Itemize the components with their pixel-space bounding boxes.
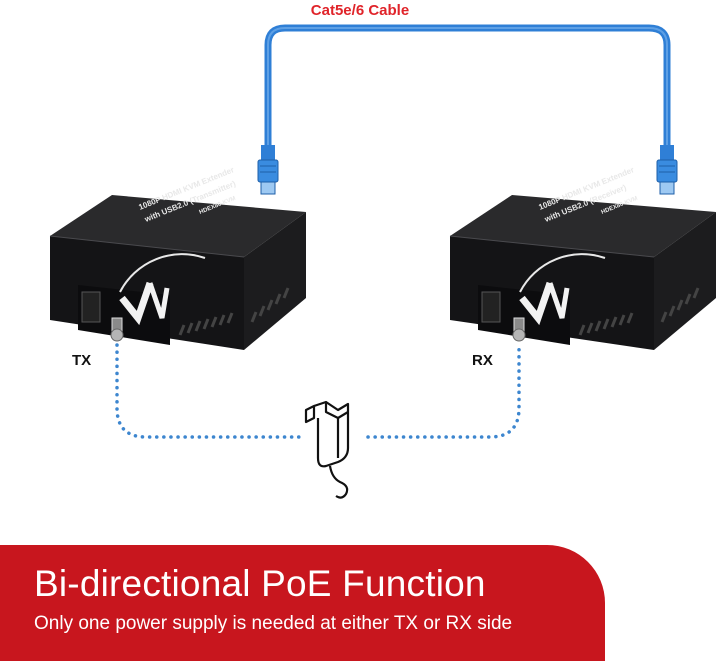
- banner-subtitle: Only one power supply is needed at eithe…: [34, 613, 513, 634]
- cable-label: Cat5e/6 Cable: [310, 2, 410, 19]
- power-adapter-icon: [304, 400, 350, 499]
- rx-label: RX: [472, 352, 493, 369]
- network-cable: [264, 24, 671, 154]
- tx-device: 1080P HDMI KVM Extender with USB2.0 (Tra…: [49, 165, 306, 350]
- rj45-connector-rx: [656, 145, 678, 195]
- banner-title: Bi-directional PoE Function: [34, 563, 486, 604]
- rx-device: 1080P HDMI KVM Extender with USB2.0 (Rec…: [449, 165, 716, 350]
- rj45-connector-tx: [257, 145, 279, 195]
- tx-label: TX: [72, 352, 92, 369]
- product-illustration: 1080P HDMI KVM Extender with USB2.0 (Tra…: [49, 24, 716, 499]
- power-line: [115, 343, 521, 439]
- feature-banner: [0, 545, 605, 661]
